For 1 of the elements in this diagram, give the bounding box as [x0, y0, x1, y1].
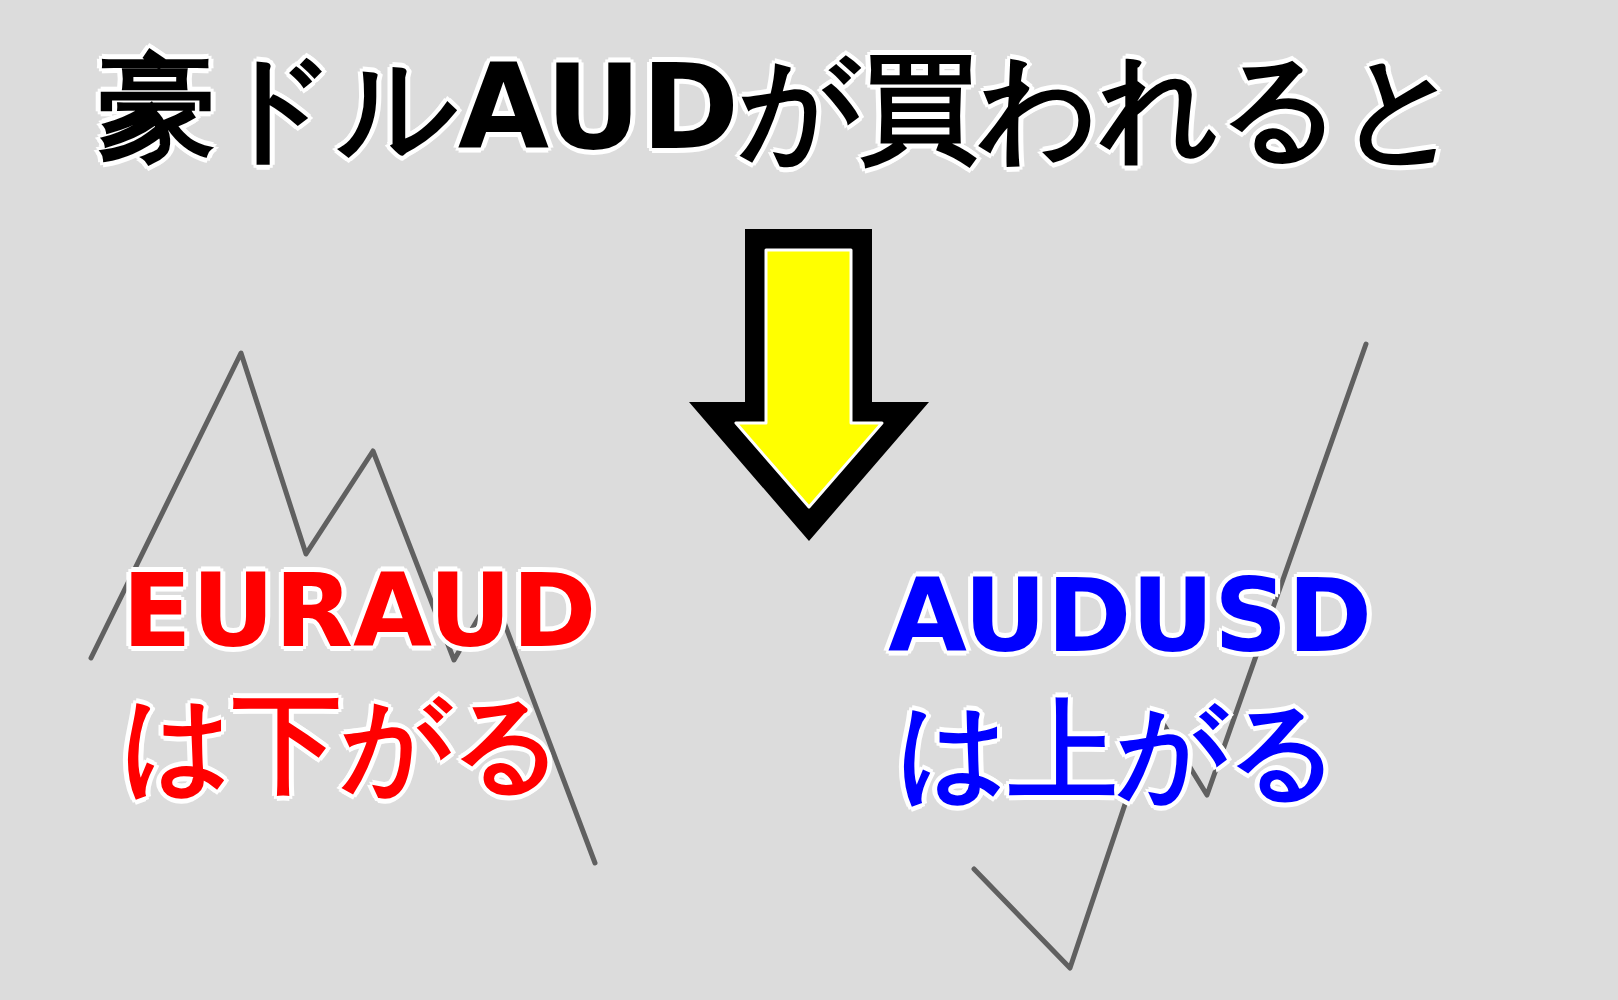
movement-text: は下がる	[122, 690, 563, 798]
